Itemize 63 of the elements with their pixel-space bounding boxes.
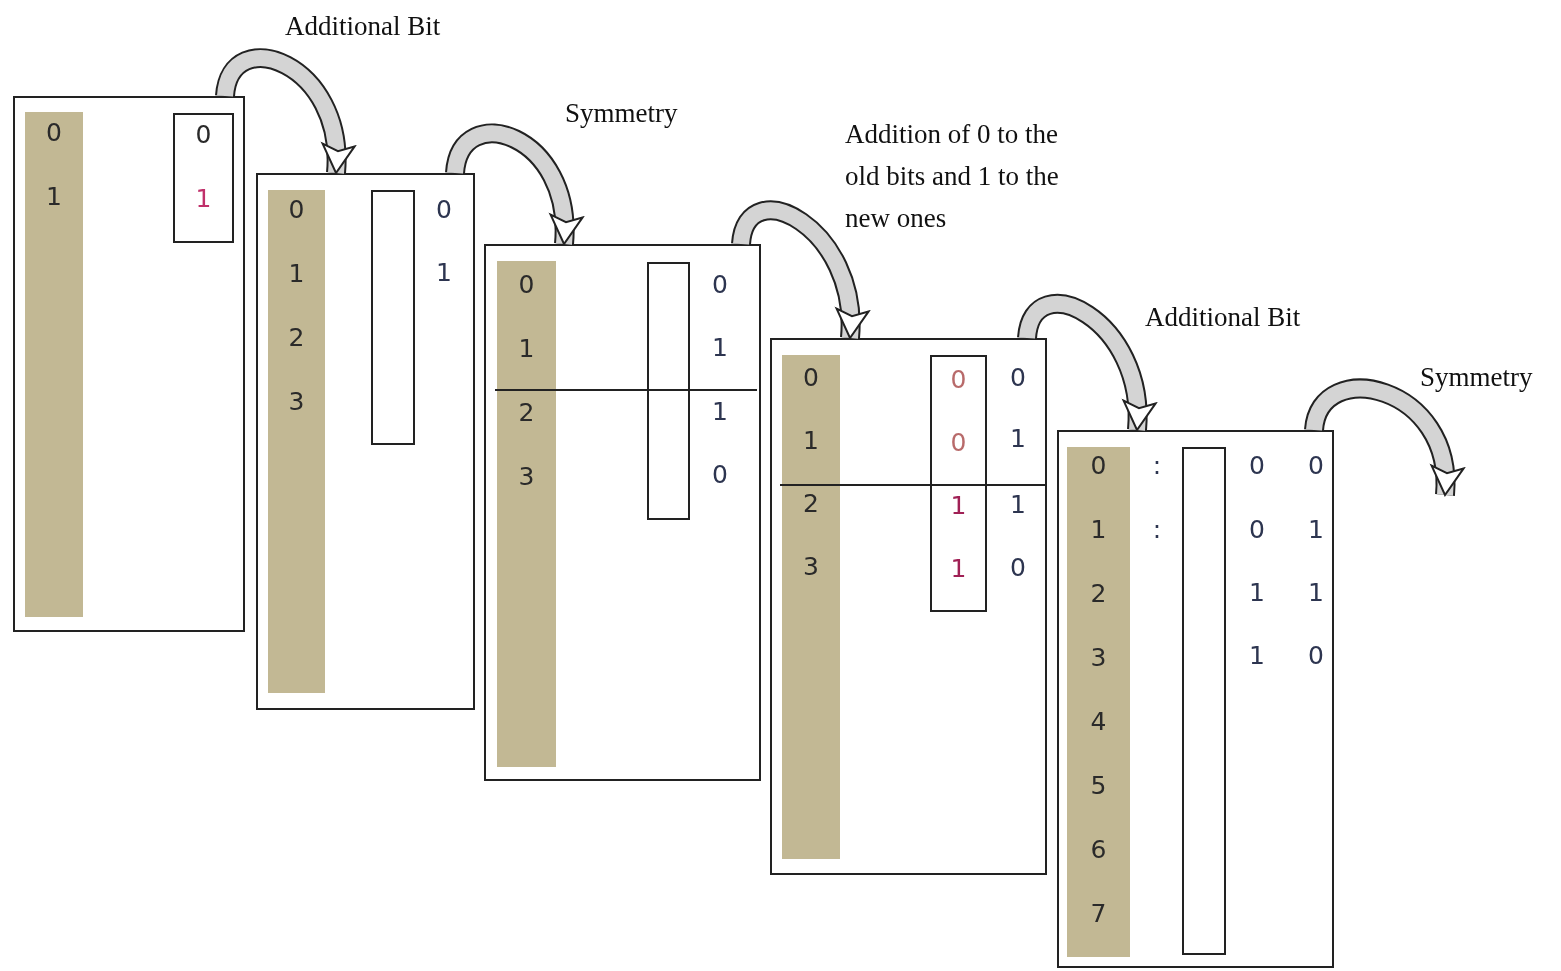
step-card xyxy=(256,173,475,710)
bit-digit: 1 xyxy=(45,181,63,213)
bit-digit: 3 xyxy=(802,551,820,583)
bit-digit: 3 xyxy=(287,386,306,418)
bit-digit: 1 xyxy=(1307,577,1325,609)
index-column xyxy=(782,355,840,859)
bit-digit: 1 xyxy=(949,490,968,522)
step-card xyxy=(484,244,761,781)
bit-digit: 1 xyxy=(711,332,729,364)
bit-digit: 0 xyxy=(1009,552,1027,584)
bit-digit: 0 xyxy=(1009,362,1027,394)
bit-digit: 0 xyxy=(711,269,729,301)
bit-digit: 0 xyxy=(949,427,968,459)
index-column xyxy=(1067,447,1130,957)
bit-digit: 2 xyxy=(802,488,820,520)
bit-digit: 0 xyxy=(711,459,729,491)
bit-digit: 0 xyxy=(1089,450,1108,482)
bit-digit: 0 xyxy=(949,364,968,396)
bit-digit: 0 xyxy=(517,269,536,301)
bit-column-box xyxy=(930,355,987,612)
bit-digit: 7 xyxy=(1089,898,1108,930)
bit-digit: 2 xyxy=(517,397,536,429)
bit-digit: 4 xyxy=(1089,706,1108,738)
index-column xyxy=(25,112,83,617)
bit-digit: : xyxy=(1151,514,1163,546)
step-card xyxy=(13,96,245,632)
bit-digit: 1 xyxy=(949,553,968,585)
bit-digit: 5 xyxy=(1089,770,1108,802)
bit-digit: 1 xyxy=(711,396,729,428)
bit-digit: 0 xyxy=(45,117,63,149)
bit-digit: 0 xyxy=(802,362,820,394)
bit-column-box xyxy=(1182,447,1226,955)
bit-digit: 6 xyxy=(1089,834,1108,866)
bit-digit: 1 xyxy=(1009,489,1027,521)
bit-column-box xyxy=(647,262,690,520)
bit-digit: 0 xyxy=(1248,514,1266,546)
index-column xyxy=(268,190,325,693)
bit-digit: 2 xyxy=(287,322,306,354)
bit-digit: 1 xyxy=(1248,640,1266,672)
bit-digit: 1 xyxy=(1248,577,1266,609)
bit-digit: 1 xyxy=(287,258,306,290)
bit-digit: 0 xyxy=(435,194,453,226)
bit-digit: 1 xyxy=(1307,514,1325,546)
bit-digit: 0 xyxy=(1307,640,1325,672)
bit-digit: 0 xyxy=(287,194,306,226)
bit-digit: 1 xyxy=(435,257,453,289)
bit-column-box xyxy=(371,190,415,445)
bit-digit: 1 xyxy=(194,183,213,215)
bit-digit: 1 xyxy=(802,425,820,457)
bit-digit: 1 xyxy=(517,333,536,365)
bit-digit: 1 xyxy=(1089,514,1108,546)
index-column xyxy=(497,261,556,767)
bit-digit: 3 xyxy=(1089,642,1108,674)
bit-digit: : xyxy=(1151,450,1163,482)
bit-digit: 3 xyxy=(517,461,536,493)
step-card xyxy=(770,338,1047,875)
bit-column-box xyxy=(173,113,234,243)
bit-digit: 0 xyxy=(194,119,213,151)
bit-digit: 1 xyxy=(1009,423,1027,455)
step-card xyxy=(1057,430,1334,968)
bit-digit: 0 xyxy=(1307,450,1325,482)
bit-digit: 0 xyxy=(1248,450,1266,482)
bit-digit: 2 xyxy=(1089,578,1108,610)
